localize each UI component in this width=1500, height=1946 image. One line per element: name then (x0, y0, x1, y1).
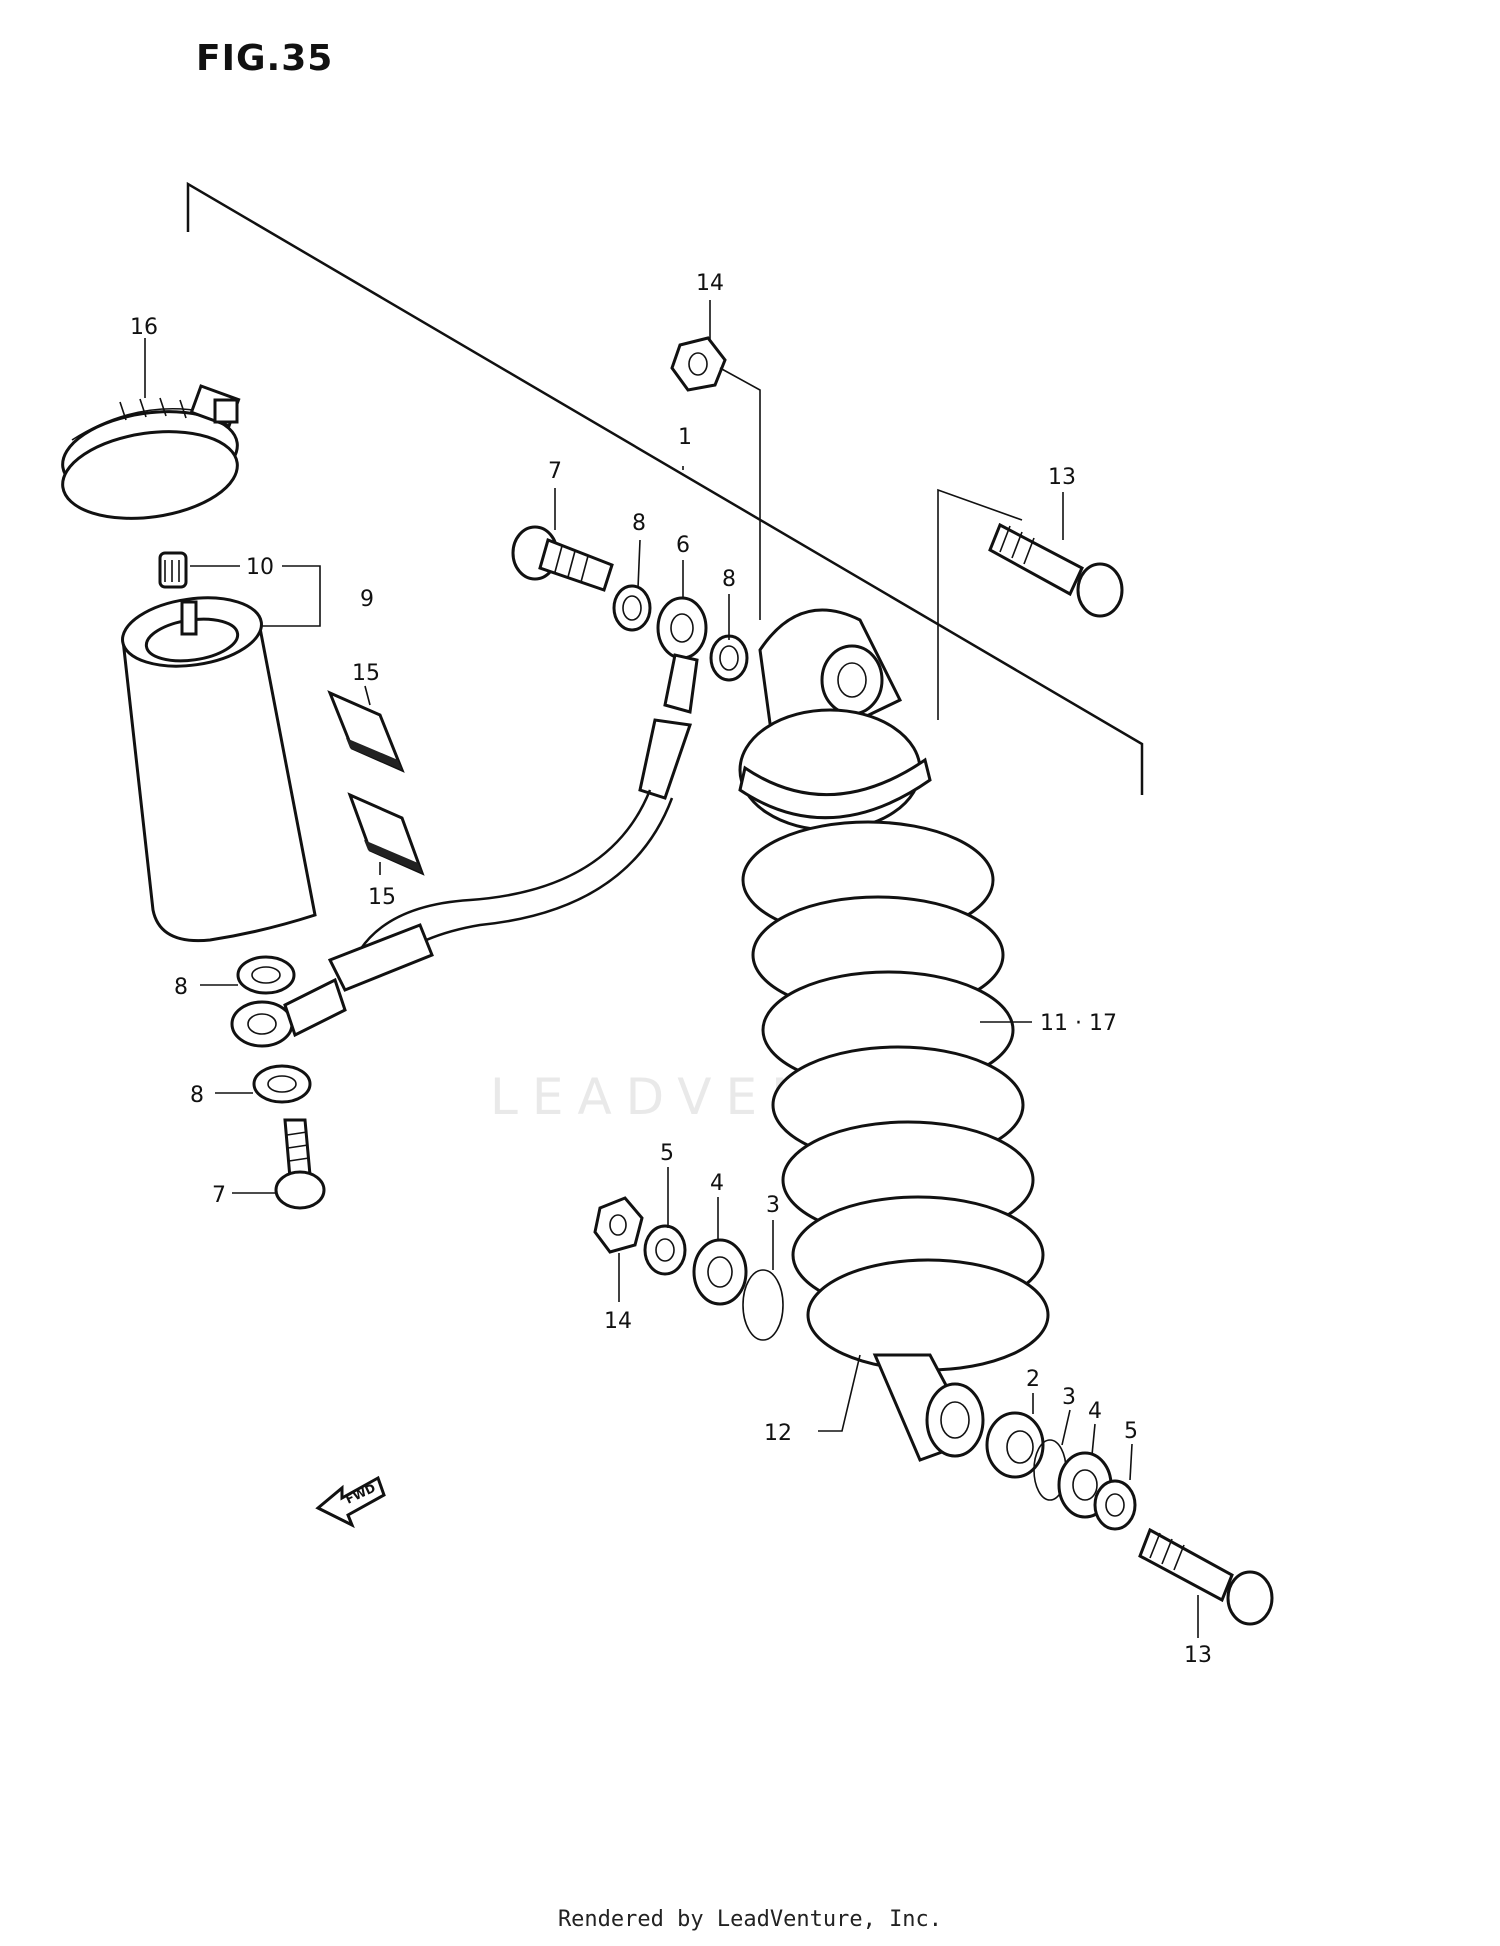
callout-2: 2 (1026, 1367, 1040, 1392)
assembly-bracket-line (186, 181, 1144, 795)
fwd-arrow-icon: FWD (315, 1475, 386, 1529)
callout-14-bottom: 14 (604, 1309, 632, 1334)
callout-11-17: 11 · 17 (1040, 1011, 1117, 1036)
callout-7-top: 7 (548, 459, 562, 484)
callout-3-left: 3 (766, 1193, 780, 1218)
callout-15-bottom: 15 (368, 885, 396, 910)
callout-12: 12 (764, 1421, 792, 1446)
part-13-bolt-top (988, 522, 1124, 618)
part-14-nut-top (670, 336, 727, 392)
part-7-banjo-bolt-top (511, 525, 614, 592)
part-8-washers (236, 584, 749, 1104)
callout-8-d: 8 (190, 1083, 204, 1108)
callout-8-b: 8 (722, 567, 736, 592)
callout-7-bottom: 7 (212, 1183, 226, 1208)
callout-5-left: 5 (660, 1141, 674, 1166)
footer-credit: Rendered by LeadVenture, Inc. (557, 1907, 943, 1932)
part-11-shock-absorber (738, 608, 1050, 1462)
part-10-valve-cap (158, 551, 188, 589)
part-13-bolt-bottom (1138, 1527, 1274, 1626)
leader-lines (144, 300, 1199, 1638)
callout-15-top: 15 (352, 661, 380, 686)
part-15-labels (327, 690, 425, 876)
callout-14-top: 14 (696, 271, 724, 296)
callout-8-c: 8 (174, 975, 188, 1000)
callout-1: 1 (678, 425, 692, 450)
callout-6: 6 (676, 533, 690, 558)
part-2-bushing (985, 1411, 1045, 1479)
callout-16: 16 (130, 315, 158, 340)
part-5-washers (643, 1224, 1137, 1531)
part-7-banjo-bolt-bottom (274, 1118, 326, 1210)
callout-8-a: 8 (632, 511, 646, 536)
callout-5-right: 5 (1124, 1419, 1138, 1444)
callout-9: 9 (360, 587, 374, 612)
callout-3-right: 3 (1062, 1385, 1076, 1410)
callout-labels: 16 10 9 15 15 7 8 6 8 1 14 13 8 8 7 11 ·… (130, 271, 1212, 1668)
callout-10: 10 (246, 555, 274, 580)
callout-13-bottom: 13 (1184, 1643, 1212, 1668)
callout-13-top: 13 (1048, 465, 1076, 490)
part-9-reservoir (121, 596, 317, 943)
callout-4-left: 4 (710, 1171, 724, 1196)
figure-title: FIG.35 (196, 38, 334, 79)
part-6-hose (230, 596, 708, 1048)
callout-4-right: 4 (1088, 1399, 1102, 1424)
part-16-hose-clamp (61, 384, 241, 520)
part-14-nut-bottom (593, 1196, 644, 1254)
